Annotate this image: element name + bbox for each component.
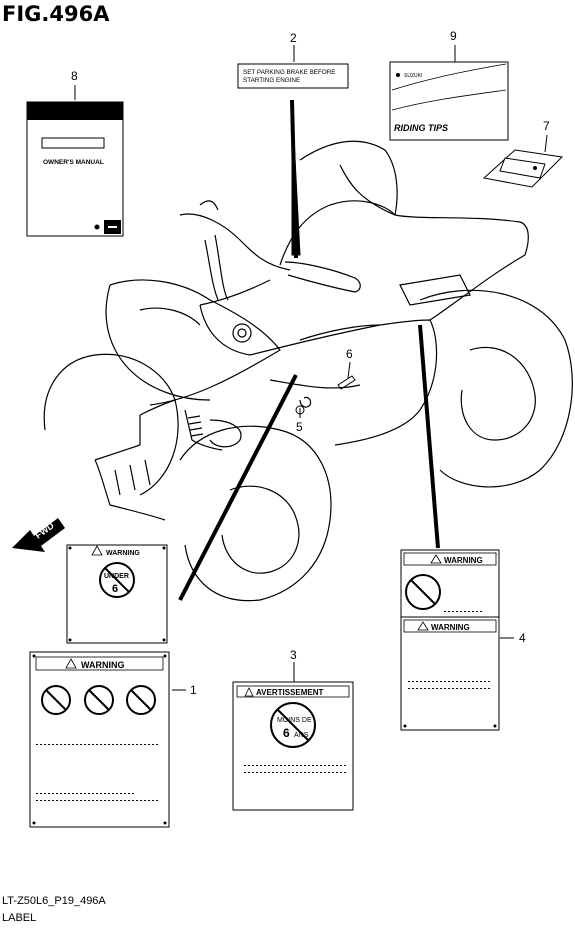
parking-line2: STARTING ENGINE <box>243 77 300 84</box>
callout-2: 2 <box>290 31 297 45</box>
label-3-age: 6 <box>283 726 290 740</box>
callout-8: 8 <box>71 69 78 83</box>
parking-brake-label: SET PARKING BRAKE BEFORE STARTING ENGINE <box>237 63 349 89</box>
label-3-heading: AVERTISSEMENT <box>256 688 324 697</box>
riding-tips-title: RIDING TIPS <box>394 123 448 133</box>
label-4-heading-bottom: WARNING <box>431 623 470 632</box>
manual-title: OWNER'S MANUAL <box>43 159 104 166</box>
fwd-arrow: FWD <box>12 518 65 552</box>
label-1-warning: WARNING <box>29 651 170 828</box>
part-5-grommet <box>295 405 305 415</box>
label-3-avertissement: AVERTISSEMENT MOINS DE 6 ANS <box>232 681 354 811</box>
leader-lines <box>74 45 548 691</box>
label-4-heading-top: WARNING <box>444 556 483 565</box>
manual-pouch <box>482 149 564 188</box>
label-3-ans: ANS <box>294 732 309 739</box>
under-six-under: UNDER <box>104 573 129 580</box>
part-6-clip <box>337 375 356 390</box>
atv-outline <box>43 140 573 602</box>
figure-title: FIG.496A <box>2 2 110 26</box>
under-six-heading: WARNING <box>106 550 140 557</box>
callout-7: 7 <box>543 119 550 133</box>
callout-6: 6 <box>346 347 353 361</box>
under-six-age: 6 <box>112 583 118 595</box>
figure-label: LABEL <box>2 912 37 924</box>
label-4-warning: WARNING WARNING <box>400 549 500 731</box>
callout-4: 4 <box>519 631 526 645</box>
riding-tips-booklet: SUZUKI RIDING TIPS <box>389 61 509 141</box>
label-3-line1: MOINS DE <box>277 717 312 724</box>
owners-manual: OWNER'S MANUAL <box>26 101 124 237</box>
callout-3: 3 <box>290 648 297 662</box>
callout-numbers: 1 2 3 4 5 6 7 8 9 <box>71 29 550 697</box>
callout-1: 1 <box>190 683 197 697</box>
label-1-heading: WARNING <box>81 660 125 670</box>
callout-5: 5 <box>296 420 303 434</box>
riding-tips-brand: SUZUKI <box>404 73 422 79</box>
callout-9: 9 <box>450 29 457 43</box>
figure-code: LT-Z50L6_P19_496A <box>2 895 106 907</box>
parking-line1: SET PARKING BRAKE BEFORE <box>243 69 336 76</box>
under-six-warning-label: WARNING UNDER 6 <box>66 544 168 644</box>
